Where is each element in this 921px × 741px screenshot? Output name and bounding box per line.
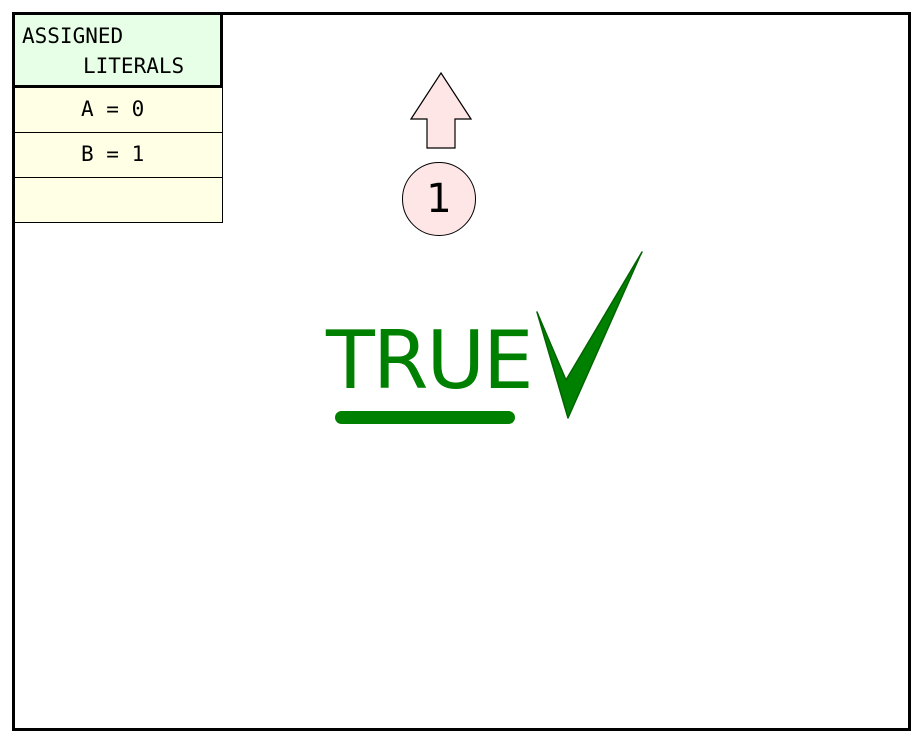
- header-line-1: ASSIGNED: [22, 24, 124, 48]
- assigned-literals-header: ASSIGNED LITERALS: [12, 12, 223, 88]
- step-number-badge: 1: [402, 162, 476, 236]
- literal-row-empty: [12, 178, 223, 223]
- literal-row-b: B = 1: [12, 133, 223, 178]
- header-line-2: LITERALS: [83, 54, 185, 78]
- literal-row-a: A = 0: [12, 88, 223, 133]
- result-underline: [335, 411, 515, 424]
- assigned-literals-table: ASSIGNED LITERALS A = 0 B = 1: [12, 12, 223, 223]
- result-true-label: TRUE: [326, 314, 534, 407]
- up-arrow-icon: [410, 72, 472, 149]
- check-mark-icon: [536, 251, 643, 419]
